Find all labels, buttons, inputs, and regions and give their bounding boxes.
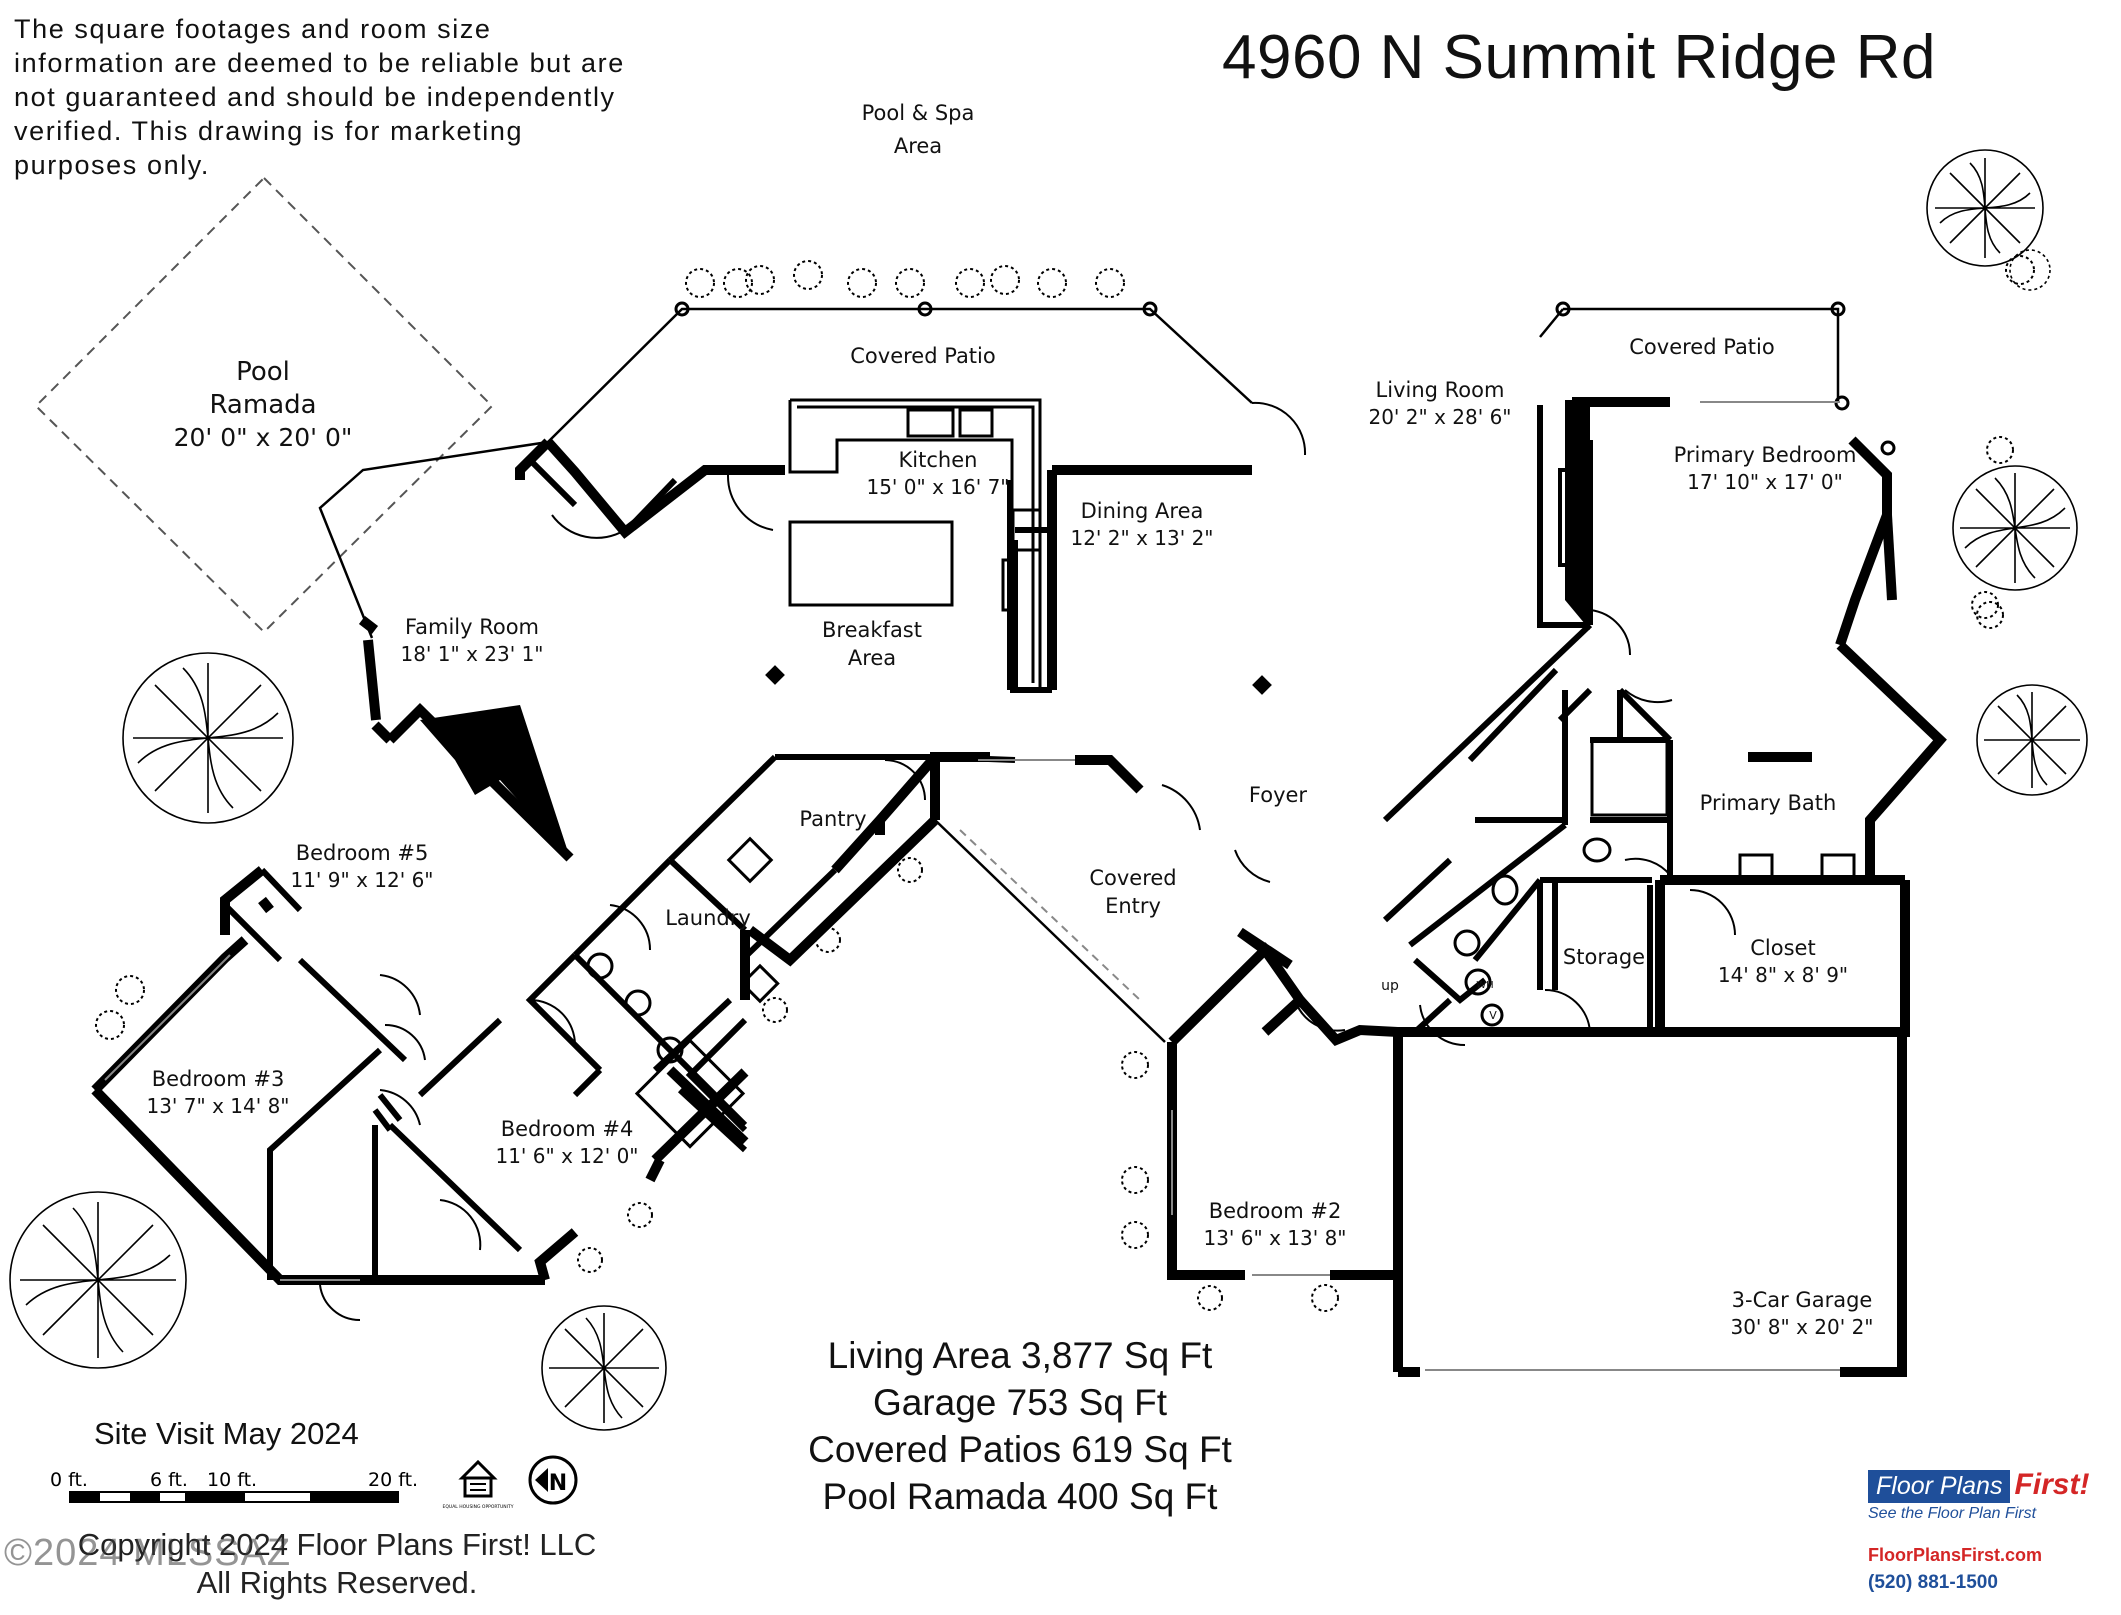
tree-icons — [9, 149, 2088, 1431]
columns — [765, 665, 1272, 695]
foyer-label: Foyer — [1249, 783, 1308, 807]
copyright-line-1: Copyright 2024 Floor Plans First! LLC — [77, 1527, 597, 1562]
bedroom4-dim: 11' 6" x 12' 0" — [495, 1144, 638, 1168]
copyright-line-2: All Rights Reserved. — [196, 1565, 478, 1600]
primary-bath-label: Primary Bath — [1700, 791, 1837, 815]
equal-housing-icon — [458, 1459, 498, 1498]
laundry-label: Laundry — [665, 906, 751, 930]
pool-ramada-dim: 20' 0" x 20' 0" — [174, 423, 353, 452]
scale-label-10: 10 ft. — [207, 1469, 257, 1491]
living-label: Living Room — [1376, 378, 1505, 402]
living-dim: 20' 2" x 28' 6" — [1368, 405, 1511, 429]
scale-label-20: 20 ft. — [368, 1469, 418, 1491]
copyright-block: Copyright 2024 Floor Plans First! LLC Al… — [52, 1526, 622, 1602]
closet-label: Closet — [1750, 936, 1815, 960]
shrub-icons — [95, 255, 2035, 1312]
garage-label: 3-Car Garage — [1732, 1288, 1873, 1312]
bedroom5-label: Bedroom #5 — [296, 841, 429, 865]
fireplace-living — [1565, 400, 1590, 630]
north-label: N — [549, 1471, 567, 1496]
kitchen-fixtures — [788, 398, 1042, 692]
breakfast-label-2: Area — [848, 646, 896, 670]
scale-bar — [69, 1491, 399, 1503]
covered-patio-primary-label: Covered Patio — [1629, 335, 1774, 359]
mls-watermark: ©2024 MLSSAZ — [4, 1532, 292, 1574]
closet-dim: 14' 8" x 8' 9" — [1718, 963, 1848, 987]
disclaimer-text: The square footages and room size inform… — [14, 14, 625, 180]
area-summary-2: Garage 753 Sq Ft — [872, 1382, 1168, 1423]
kitchen-dim: 15' 0" x 16' 7" — [866, 475, 1009, 499]
pool-ramada-label-1: Pool — [236, 357, 290, 387]
garage-dim: 30' 8" x 20' 2" — [1730, 1315, 1873, 1339]
interior-walls — [222, 405, 1673, 1280]
bedroom4-label: Bedroom #4 — [501, 1117, 634, 1141]
pantry-label: Pantry — [799, 807, 866, 831]
fireplace-living-hearth — [1558, 468, 1592, 567]
storage-label: Storage — [1563, 945, 1645, 969]
patio-posts — [674, 301, 1896, 456]
area-summary-1: Living Area 3,877 Sq Ft — [827, 1335, 1213, 1376]
primary-bedroom-dim: 17' 10" x 17' 0" — [1687, 470, 1843, 494]
water-heater-label: WH — [1476, 980, 1493, 991]
logo-tagline: See the Floor Plan First — [1868, 1505, 2037, 1522]
bath-fixtures — [586, 738, 1856, 1149]
covered-entry-label-1: Covered — [1089, 866, 1176, 890]
scale-label-0: 0 ft. — [50, 1469, 88, 1491]
stairs-up-label: up — [1381, 978, 1399, 994]
logo-first-text: First! — [2014, 1468, 2090, 1501]
logo-main-text: Floor Plans — [1868, 1470, 2011, 1503]
pool-spa-label-1: Pool & Spa — [862, 101, 975, 125]
valve-label: V — [1489, 1009, 1497, 1022]
scale-label-6: 6 ft. — [150, 1469, 188, 1491]
primary-bedroom-label: Primary Bedroom — [1674, 443, 1857, 467]
bedroom2-dim: 13' 6" x 13' 8" — [1203, 1226, 1346, 1250]
bedroom5-dim: 11' 9" x 12' 6" — [290, 868, 433, 892]
covered-patio-rear-label: Covered Patio — [850, 344, 995, 368]
family-room-dim: 18' 1" x 23' 1" — [400, 642, 543, 666]
site-visit-text: Site Visit May 2024 — [94, 1416, 359, 1451]
equal-housing-text: EQUAL HOUSING OPPORTUNITY — [443, 1504, 514, 1510]
windows — [104, 401, 1840, 1371]
patio-lines — [94, 307, 1840, 1275]
area-summary-4: Pool Ramada 400 Sq Ft — [822, 1476, 1218, 1517]
covered-entry-label-2: Entry — [1105, 894, 1161, 918]
logo-url-link[interactable]: FloorPlansFirst.com — [1868, 1545, 2043, 1565]
dining-label: Dining Area — [1081, 499, 1204, 523]
pool-ramada-label-2: Ramada — [209, 390, 316, 420]
north-arrow-icon — [528, 1455, 578, 1505]
family-room-label: Family Room — [405, 615, 539, 639]
fireplace-family — [420, 705, 570, 858]
door-swings — [319, 401, 1736, 1322]
bedroom3-dim: 13' 7" x 14' 8" — [146, 1094, 289, 1118]
property-address: 4960 N Summit Ridge Rd — [1222, 23, 1936, 92]
breakfast-label-1: Breakfast — [822, 618, 922, 642]
kitchen-label: Kitchen — [899, 448, 978, 472]
dining-dim: 12' 2" x 13' 2" — [1070, 526, 1213, 550]
bedroom2-label: Bedroom #2 — [1209, 1199, 1342, 1223]
pool-spa-label-2: Area — [894, 134, 942, 158]
area-summary-3: Covered Patios 619 Sq Ft — [808, 1429, 1232, 1470]
logo-phone: (520) 881-1500 — [1868, 1572, 1998, 1593]
bedroom3-label: Bedroom #3 — [152, 1067, 285, 1091]
pool-ramada-outline — [34, 176, 494, 634]
